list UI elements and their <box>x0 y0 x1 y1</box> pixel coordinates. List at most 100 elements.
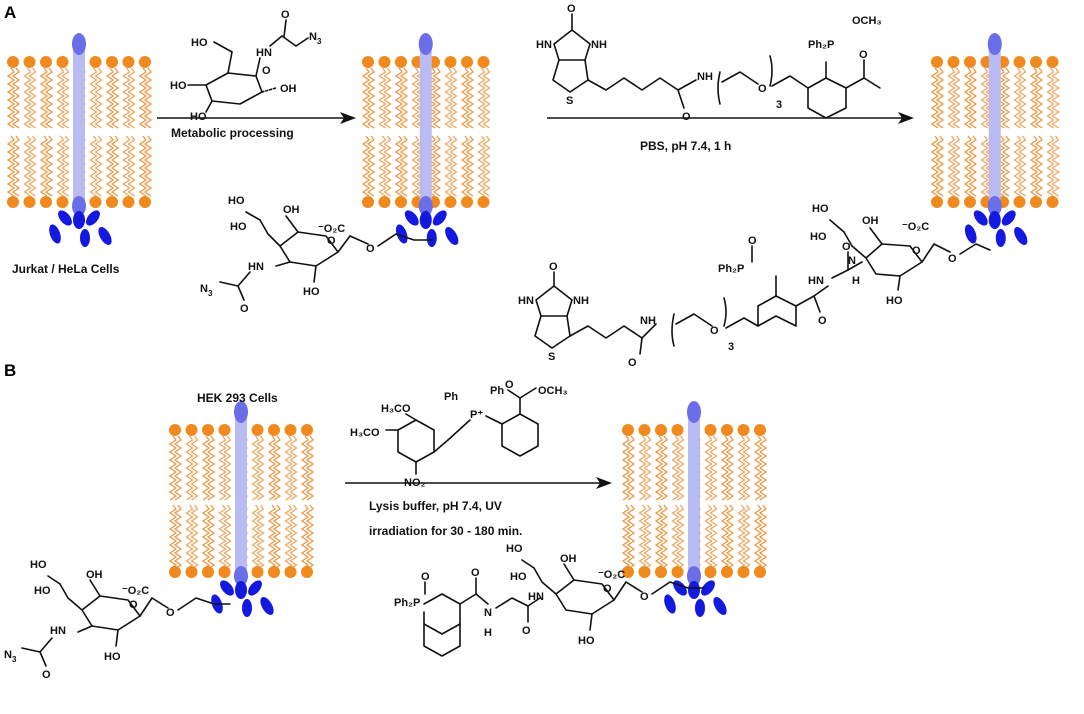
lipid-head-icon <box>964 196 976 208</box>
membrane-hek293-labeled <box>621 401 768 617</box>
atom-o-po: O <box>748 235 757 247</box>
lipid-head-icon <box>378 196 391 208</box>
lipid-head-icon <box>251 424 264 436</box>
lipid-tail <box>251 435 260 501</box>
lipid-head-icon <box>737 424 750 436</box>
lipid-tail <box>725 504 735 570</box>
lipid-tail <box>427 67 437 129</box>
lipid-head-icon <box>23 56 36 68</box>
lipid-tail <box>190 504 199 570</box>
lipid-tail <box>218 435 227 501</box>
membrane-jurkat <box>6 33 153 247</box>
lipid-head-icon <box>56 196 69 208</box>
lipid-tail <box>89 67 98 129</box>
lipid-head-icon <box>7 196 19 208</box>
lipid-tail <box>626 435 636 501</box>
lipid-head-icon <box>106 56 118 68</box>
lipid-head-icon <box>169 424 181 436</box>
label-pbs: PBS, pH 7.4, 1 h <box>640 139 731 153</box>
lipid-tail <box>709 435 718 501</box>
atom-o-bp-peg: O <box>710 325 719 337</box>
glycan-icon <box>211 580 274 617</box>
lipid-head-icon <box>704 424 717 436</box>
membrane-protein-icon <box>73 42 85 214</box>
atom-h3co-left: H₃CO <box>350 427 380 439</box>
lipid-tail <box>6 135 16 197</box>
lipid-tail <box>11 67 21 129</box>
protein-top-icon <box>234 401 248 423</box>
lipid-head-icon <box>964 56 976 68</box>
lipid-tail <box>704 435 713 501</box>
glycan-icon <box>49 210 112 247</box>
lipid-tail <box>361 135 371 197</box>
label-jurkat-hela: Jurkat / HeLa Cells <box>12 262 120 276</box>
structure-biotin-product: O HN NH S O NH O 3 Ph₂P O O HN O N H O <box>518 203 991 369</box>
lipid-head-icon <box>362 196 374 208</box>
atom-o-bp-3: O <box>842 241 851 253</box>
lipid-head-icon <box>721 424 733 436</box>
atom-o2c-sp: ⁻O₂C <box>598 569 625 581</box>
lipid-tail <box>394 67 404 129</box>
lipid-tail <box>56 135 65 197</box>
lipid-tail <box>44 67 54 129</box>
lipid-head-icon <box>169 566 181 578</box>
lipid-tail <box>952 135 961 197</box>
lipid-head-icon <box>301 566 313 578</box>
lipid-tail <box>138 67 148 129</box>
arrow-metabolic <box>157 112 356 124</box>
atom-n3-sb-sub: 3 <box>12 655 17 664</box>
label-lysis-2: irradiation for 30 - 180 min. <box>369 524 522 538</box>
atom-o-bp-amide: O <box>628 357 637 369</box>
atom-ho-bp: HO <box>810 231 827 243</box>
lipid-head-icon <box>202 424 214 436</box>
structure-biotin-phosphine-reagent: O HN NH S O NH O 3 Ph₂P O OCH₃ <box>536 3 882 123</box>
atom-h-bp: H <box>852 275 860 287</box>
atom-hn-biotin: HN <box>536 39 552 51</box>
lipid-tail <box>284 504 293 570</box>
lipid-tail <box>94 135 103 197</box>
lipid-tail <box>168 504 178 570</box>
lipid-head-icon <box>395 196 407 208</box>
atom-oh-bp: OH <box>862 215 879 227</box>
lipid-tail <box>94 67 103 129</box>
atom-n3-sia-sub: 3 <box>208 289 213 298</box>
lipid-head-icon <box>268 424 280 436</box>
lipid-tail <box>190 435 199 501</box>
lipid-head-icon <box>477 196 490 208</box>
atom-o-glyco: O <box>366 243 375 255</box>
lipid-tail <box>709 504 718 570</box>
lipid-tail <box>1029 135 1039 197</box>
lipid-tail <box>1018 135 1027 197</box>
lipid-head-icon <box>1030 196 1042 208</box>
lipid-head-icon <box>218 424 231 436</box>
atom-h3co-top: H₃CO <box>381 403 411 415</box>
membrane-protein-icon <box>235 410 247 584</box>
lipid-head-icon <box>251 566 264 578</box>
lipid-head-icon <box>284 424 297 436</box>
lipid-head-icon <box>671 424 684 436</box>
lipid-head-icon <box>444 196 457 208</box>
atom-ring-o: O <box>262 65 271 77</box>
lipid-tail <box>256 435 265 501</box>
lipid-tail <box>383 135 392 197</box>
lipid-head-icon <box>477 56 490 68</box>
glycan-icon <box>964 210 1028 247</box>
atom-och3-pp: OCH₃ <box>538 385 568 397</box>
atom-o2c: ⁻O₂C <box>318 223 345 235</box>
lipid-tail <box>626 504 636 570</box>
lipid-tail <box>11 135 21 197</box>
lipid-tail <box>676 504 685 570</box>
lipid-head-icon <box>947 56 960 68</box>
lipid-tail <box>935 67 945 129</box>
lipid-tail <box>1018 67 1027 129</box>
lipid-tail <box>127 67 136 129</box>
lipid-tail <box>6 67 16 129</box>
atom-ring-o-bp: O <box>912 245 921 257</box>
lipid-tail <box>272 435 282 501</box>
lipid-tail <box>305 435 315 501</box>
lipid-head-icon <box>202 566 214 578</box>
lipid-tail <box>272 504 282 570</box>
protein-bottom-icon <box>418 196 433 216</box>
atom-o2c-sb: ⁻O₂C <box>122 585 149 597</box>
lipid-tail <box>465 135 475 197</box>
